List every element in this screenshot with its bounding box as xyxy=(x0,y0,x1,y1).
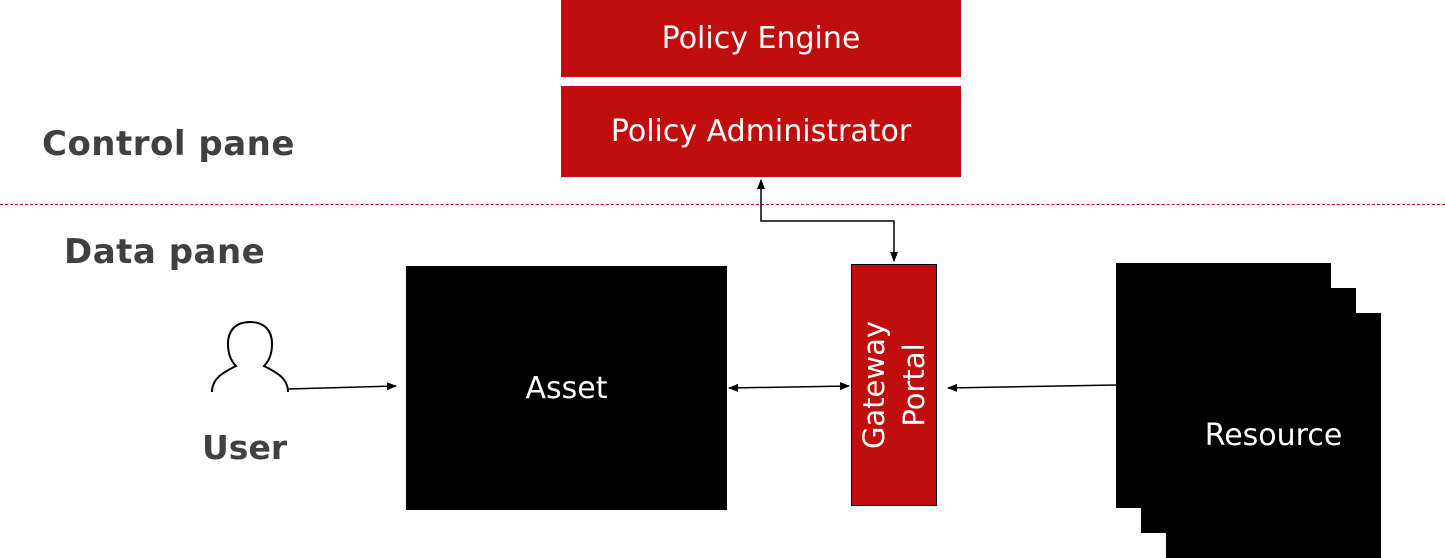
asset-gateway-arrow xyxy=(728,382,850,392)
user-label: User xyxy=(202,428,288,467)
resource-to-gateway-arrow xyxy=(947,383,1117,392)
portal-label: Portal xyxy=(897,343,931,427)
policy-administrator-box: Policy Administrator xyxy=(561,86,961,177)
gateway-label: Gateway xyxy=(857,320,891,450)
control-pane-label: Control pane xyxy=(42,124,295,164)
user-to-asset-arrow xyxy=(287,382,397,391)
user-icon xyxy=(211,320,289,393)
data-pane-label: Data pane xyxy=(64,232,266,272)
resource-label: Resource xyxy=(1204,418,1343,453)
asset-label: Asset xyxy=(525,370,608,406)
resource-stack-front xyxy=(1166,313,1381,558)
policy-engine-box: Policy Engine xyxy=(561,0,961,77)
gateway-admin-connector xyxy=(757,179,898,262)
policy-administrator-label: Policy Administrator xyxy=(610,114,912,149)
gateway-portal-box: Gateway Portal xyxy=(851,264,937,506)
policy-engine-label: Policy Engine xyxy=(661,21,861,56)
asset-box: Asset xyxy=(406,266,727,510)
gateway-portal-label: Gateway Portal xyxy=(854,321,934,449)
pane-divider xyxy=(0,204,1445,205)
